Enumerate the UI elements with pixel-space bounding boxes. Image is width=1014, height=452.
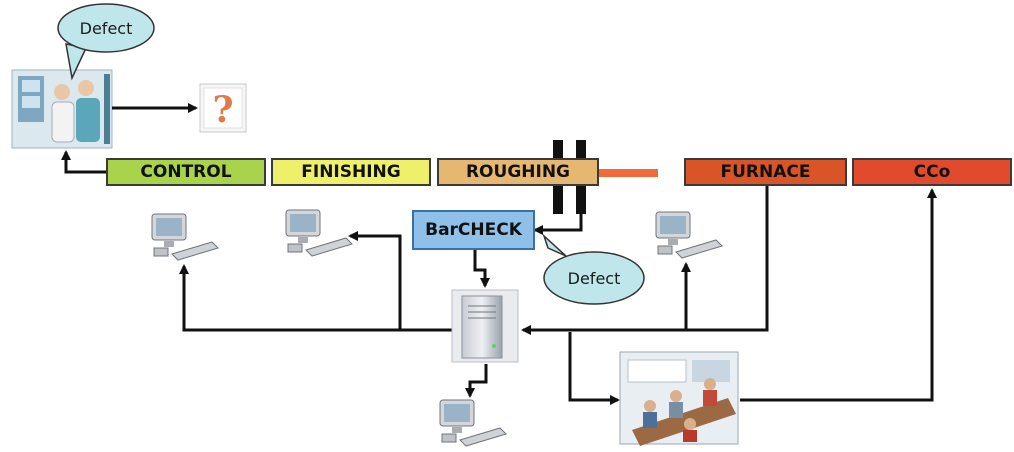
computer-icon-lower <box>439 399 507 447</box>
hot-bar <box>588 169 658 177</box>
server-to-lower-pc-arrow <box>465 364 488 398</box>
roughing-stand-label: ROUGHING <box>465 162 571 182</box>
operator-icon <box>11 69 113 149</box>
barcheck-box: BarCHECK <box>412 210 535 250</box>
barcheck-to-server-arrow <box>473 250 490 288</box>
question-mark-text: ? <box>212 89 233 131</box>
furnace-to-server-arrow <box>521 186 769 335</box>
control-to-operator-arrow <box>61 150 106 174</box>
cco-stand: CCo <box>852 158 1012 186</box>
server-to-meeting-arrow <box>568 332 620 405</box>
operator-defect-text: Defect <box>80 19 133 38</box>
server-to-control-pc-arrow <box>179 264 452 332</box>
barcheck-defect-text: Defect <box>568 269 621 288</box>
server-to-finishing-pc-arrow <box>348 231 402 330</box>
computer-icon-finishing <box>285 209 353 257</box>
finishing-stand: FINISHING <box>271 158 431 186</box>
question-mark-icon: ? <box>199 83 247 133</box>
gauge-to-barcheck-arrow <box>533 214 583 235</box>
computer-icon-furnace <box>655 211 723 259</box>
barcheck-label: BarCHECK <box>425 220 522 240</box>
meeting-to-cco-arrow <box>740 188 937 402</box>
meeting-room-icon <box>619 351 739 446</box>
server-icon <box>451 289 519 363</box>
furnace-stand-label: FURNACE <box>720 162 811 182</box>
finishing-stand-label: FINISHING <box>301 162 401 182</box>
control-stand-label: CONTROL <box>140 162 232 182</box>
barcheck-defect-callout: Defect <box>542 233 645 305</box>
roughing-stand: ROUGHING <box>437 158 599 186</box>
furnace-stand: FURNACE <box>684 158 847 186</box>
control-stand: CONTROL <box>106 158 266 186</box>
cco-stand-label: CCo <box>913 162 951 182</box>
computer-icon-control <box>151 213 219 261</box>
operator-defect-callout: Defect <box>57 3 155 81</box>
